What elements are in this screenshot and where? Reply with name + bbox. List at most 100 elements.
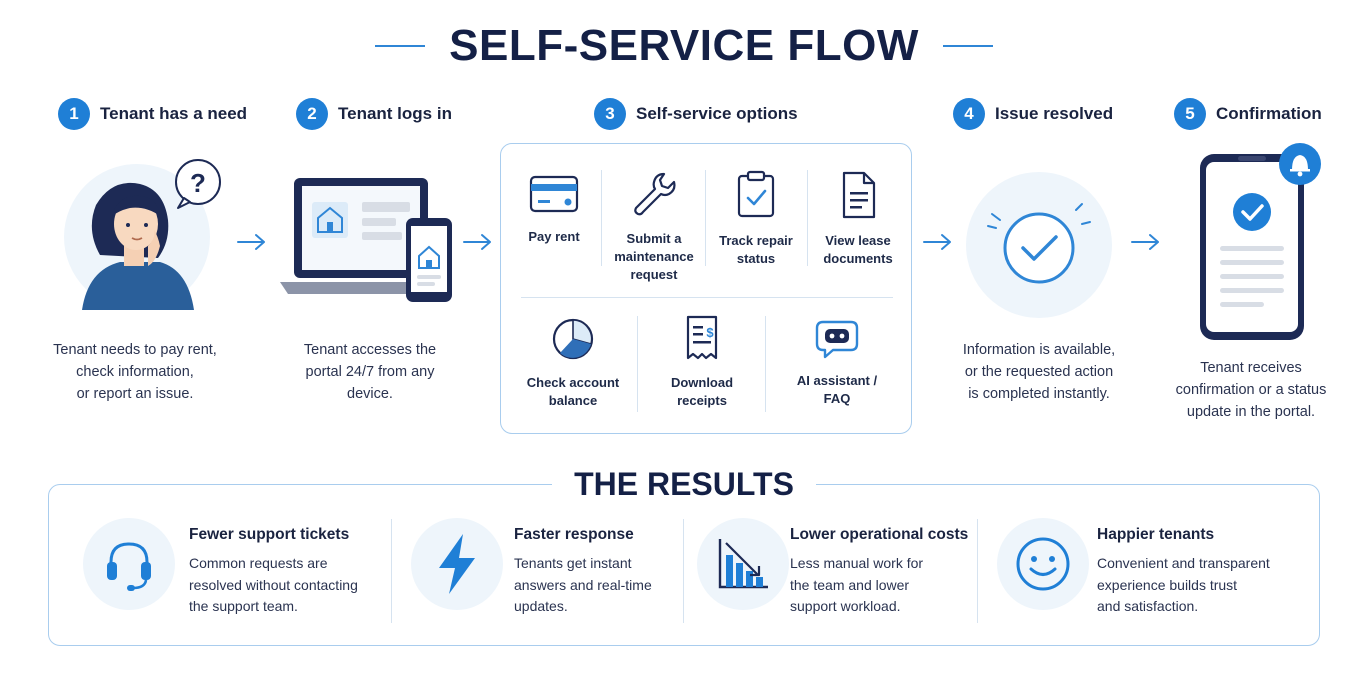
chatbot-icon: [815, 320, 859, 359]
credit-card-icon: [529, 175, 579, 213]
step-5-number: 5: [1174, 98, 1206, 130]
result-text-line: the team and lower: [790, 576, 910, 593]
step-1-header: 1 Tenant has a need: [58, 97, 247, 131]
result-text-line: Convenient and transparent: [1097, 555, 1270, 571]
result-4-title: Happier tenants: [1097, 526, 1215, 543]
step-2-number: 2: [296, 98, 328, 130]
declining-bar-chart-icon: [718, 539, 768, 589]
option-label: Submit a: [626, 231, 682, 246]
step-1-desc-line: check information,: [76, 364, 194, 380]
result-2-title: Faster response: [514, 526, 634, 543]
step-2-desc-line: device.: [347, 386, 393, 402]
step-3-header: 3 Self-service options: [594, 97, 798, 131]
headset-icon: [107, 542, 151, 591]
result-4-text: Convenient and transparent experience bu…: [1097, 553, 1270, 618]
result-text-line: experience builds trust: [1097, 576, 1238, 593]
tenant-thinking-icon: ?: [82, 159, 221, 310]
step-5-desc-line: Tenant receives: [1200, 360, 1302, 376]
title-right-line: [942, 45, 993, 47]
arrow-right-icon: [463, 234, 491, 250]
pie-chart-icon: [552, 318, 594, 360]
option-label: receipts: [677, 393, 727, 408]
step-1-desc-line: or report an issue.: [76, 386, 194, 402]
divider: [391, 519, 392, 623]
result-text-line: Tenants get instant: [514, 555, 632, 571]
result-4-icon-bg: [997, 518, 1089, 610]
step-4-description: Information is available, or the request…: [938, 339, 1140, 405]
step-5-desc-line: confirmation or a status: [1175, 382, 1327, 398]
divider: [637, 316, 638, 412]
option-label: documents: [823, 251, 893, 266]
result-2-text: Tenants get instant answers and real-tim…: [514, 553, 652, 618]
result-2-icon-bg: [411, 518, 503, 610]
step-4-desc-line: Information is available,: [962, 342, 1116, 358]
divider: [521, 297, 893, 298]
step-2-title: Tenant logs in: [338, 104, 452, 123]
step-4-header: 4 Issue resolved: [953, 97, 1113, 131]
result-text-line: and satisfaction.: [1097, 598, 1199, 614]
option-view-lease[interactable]: View lease documents: [809, 170, 907, 268]
title-left-line: [375, 45, 426, 47]
step-1-title: Tenant has a need: [100, 104, 248, 123]
result-text-line: resolved without contacting: [189, 576, 358, 593]
smiley-icon: [1016, 537, 1070, 591]
option-check-balance[interactable]: Check account balance: [509, 316, 637, 410]
divider: [601, 170, 602, 266]
step-5-header: 5 Confirmation: [1174, 97, 1322, 131]
step-3-number: 3: [594, 98, 626, 130]
option-label: View lease: [825, 233, 891, 248]
option-label: Download: [670, 375, 734, 390]
phone-confirmation-icon: [1200, 143, 1321, 340]
option-label: FAQ: [823, 391, 851, 406]
clipboard-check-icon: [737, 170, 775, 218]
divider: [683, 519, 684, 623]
option-submit-maintenance[interactable]: Submit a maintenance request: [605, 168, 703, 284]
page-title: SELF-SERVICE FLOW: [449, 21, 919, 70]
step-2-description: Tenant accesses the portal 24/7 from any…: [275, 339, 465, 405]
document-icon: [842, 171, 876, 219]
result-text-line: Less manual work for: [790, 555, 924, 571]
result-text-line: support workload.: [790, 598, 901, 614]
option-label: Check account: [526, 375, 620, 390]
self-service-options-panel: Pay rent Submit a maintenance request Tr…: [500, 143, 912, 434]
option-label: Track repair: [719, 233, 793, 248]
arrow-right-icon: [1131, 234, 1159, 250]
header: SELF-SERVICE FLOW: [0, 18, 1368, 74]
divider: [977, 519, 978, 623]
result-text-line: updates.: [514, 598, 568, 614]
option-download-receipts[interactable]: $ Download receipts: [639, 314, 765, 410]
option-pay-rent[interactable]: Pay rent: [507, 174, 601, 246]
result-3-title: Lower operational costs: [790, 526, 969, 543]
option-label: balance: [548, 393, 598, 408]
result-text-line: answers and real-time: [514, 576, 652, 593]
arrow-right-icon: [923, 234, 951, 250]
step-1-desc-line: Tenant needs to pay rent,: [53, 342, 217, 358]
step-1-number: 1: [58, 98, 90, 130]
option-label: request: [630, 267, 678, 282]
divider: [705, 170, 706, 266]
arrow-right-icon: [237, 234, 265, 250]
step-1-description: Tenant needs to pay rent, check informat…: [30, 339, 240, 405]
results-panel: Fewer support tickets Common requests ar…: [48, 484, 1320, 646]
step-2-desc-line: Tenant accesses the: [303, 342, 437, 358]
svg-text:?: ?: [190, 168, 206, 198]
receipt-icon: $: [686, 315, 718, 360]
step-5-description: Tenant receives confirmation or a status…: [1156, 357, 1346, 423]
option-label: AI assistant /: [796, 373, 878, 388]
result-1-text: Common requests are resolved without con…: [189, 553, 358, 618]
step-5-desc-line: update in the portal.: [1186, 404, 1316, 420]
option-track-repair[interactable]: Track repair status: [707, 170, 805, 268]
divider: [765, 316, 766, 412]
step-4-number: 4: [953, 98, 985, 130]
step-4-desc-line: or the requested action: [964, 364, 1114, 380]
divider: [807, 170, 808, 266]
wrench-icon: [634, 172, 676, 216]
result-3-icon-bg: [697, 518, 789, 610]
result-text-line: the support team.: [189, 598, 298, 614]
laptop-phone-icon: [280, 178, 452, 302]
results-title: THE RESULTS: [552, 465, 816, 503]
step-4-title: Issue resolved: [995, 104, 1114, 123]
option-ai-assistant[interactable]: AI assistant / FAQ: [767, 316, 907, 408]
step-4-desc-line: is completed instantly.: [968, 386, 1110, 402]
lightning-icon: [439, 534, 475, 594]
